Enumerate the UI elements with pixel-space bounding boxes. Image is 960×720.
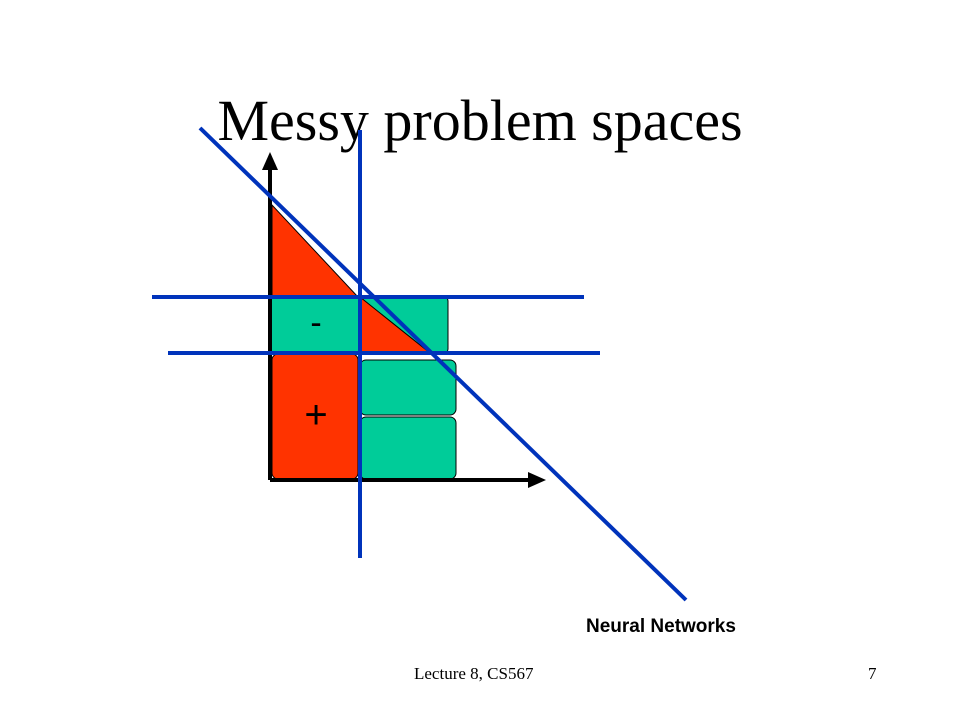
divider-line-diagonal bbox=[198, 126, 688, 602]
green-region-bottom bbox=[359, 416, 457, 480]
negative-label: - bbox=[310, 304, 321, 342]
slide-title: Messy problem spaces bbox=[217, 88, 743, 153]
y-axis bbox=[262, 152, 278, 480]
footer-lecture: Lecture 8, CS567 bbox=[414, 664, 534, 683]
neural-networks-caption: Neural Networks bbox=[586, 616, 736, 637]
page-number: 7 bbox=[868, 664, 877, 683]
positive-label: + bbox=[304, 393, 327, 437]
green-region-middle bbox=[359, 359, 457, 416]
x-axis bbox=[270, 472, 546, 488]
red-triangle-upper bbox=[271, 203, 360, 298]
